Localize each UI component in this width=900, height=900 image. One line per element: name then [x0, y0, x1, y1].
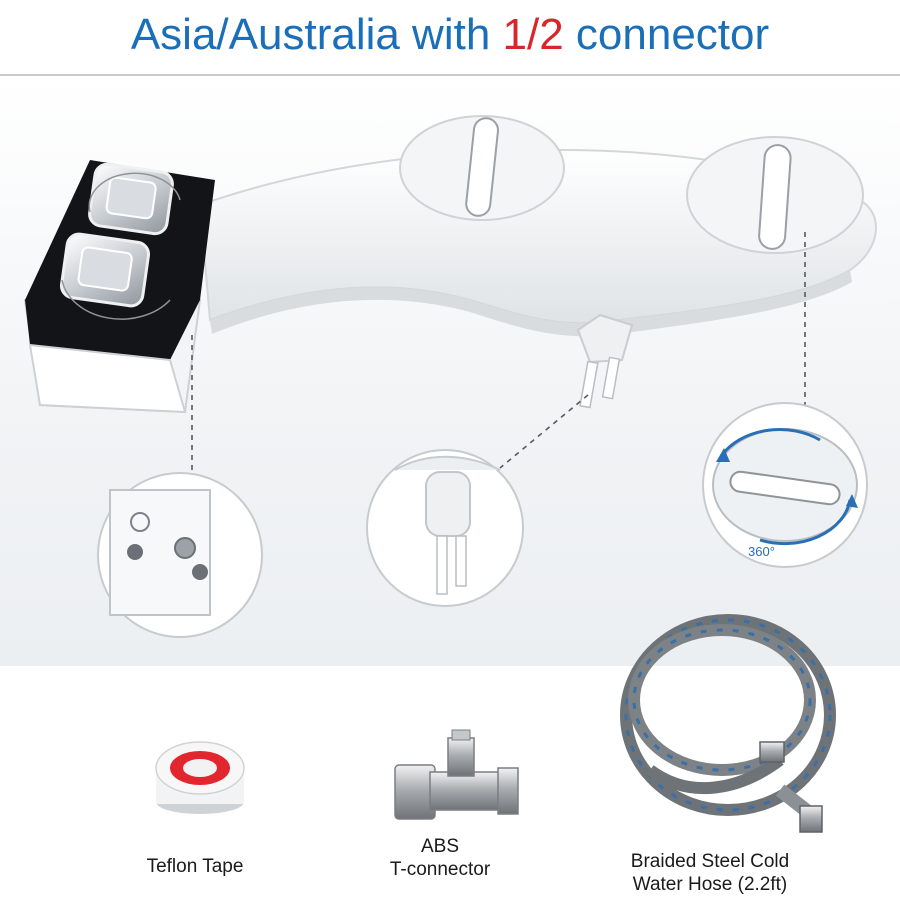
mounting-plate-left	[399, 115, 565, 221]
teflon-tape-image	[155, 741, 245, 814]
bidet-attachment	[23, 115, 877, 414]
callout-lines	[191, 232, 806, 478]
braided-hose-image	[620, 614, 836, 833]
t-connector-label-line1: ABS	[420, 836, 460, 857]
teflon-tape-label: Teflon Tape	[146, 856, 244, 877]
page-title: Asia/Australia with 1/2 connector	[0, 10, 900, 60]
mounting-plate-right	[686, 136, 864, 254]
title-accent: 1/2	[502, 10, 564, 59]
hose-label-line1: Braided Steel Cold	[630, 851, 790, 872]
detail-circle-inlet	[366, 449, 524, 607]
rotation-label: 360°	[748, 544, 775, 559]
header: Asia/Australia with 1/2 connector	[0, 0, 900, 74]
mode-knob	[59, 232, 151, 308]
t-connector-label-line2: T-connector	[389, 859, 491, 880]
t-connector-image	[394, 729, 519, 820]
title-part-1: Asia/Australia with	[130, 10, 503, 59]
hose-label-line2: Water Hose (2.2ft)	[632, 874, 788, 895]
title-part-2: connector	[563, 10, 770, 59]
detail-circle-control-back	[97, 472, 263, 638]
control-panel	[23, 160, 215, 414]
pressure-knob	[88, 162, 174, 236]
detail-circle-rotation: 360°	[702, 402, 868, 568]
header-divider	[0, 74, 900, 76]
hose-inlet	[576, 313, 634, 409]
